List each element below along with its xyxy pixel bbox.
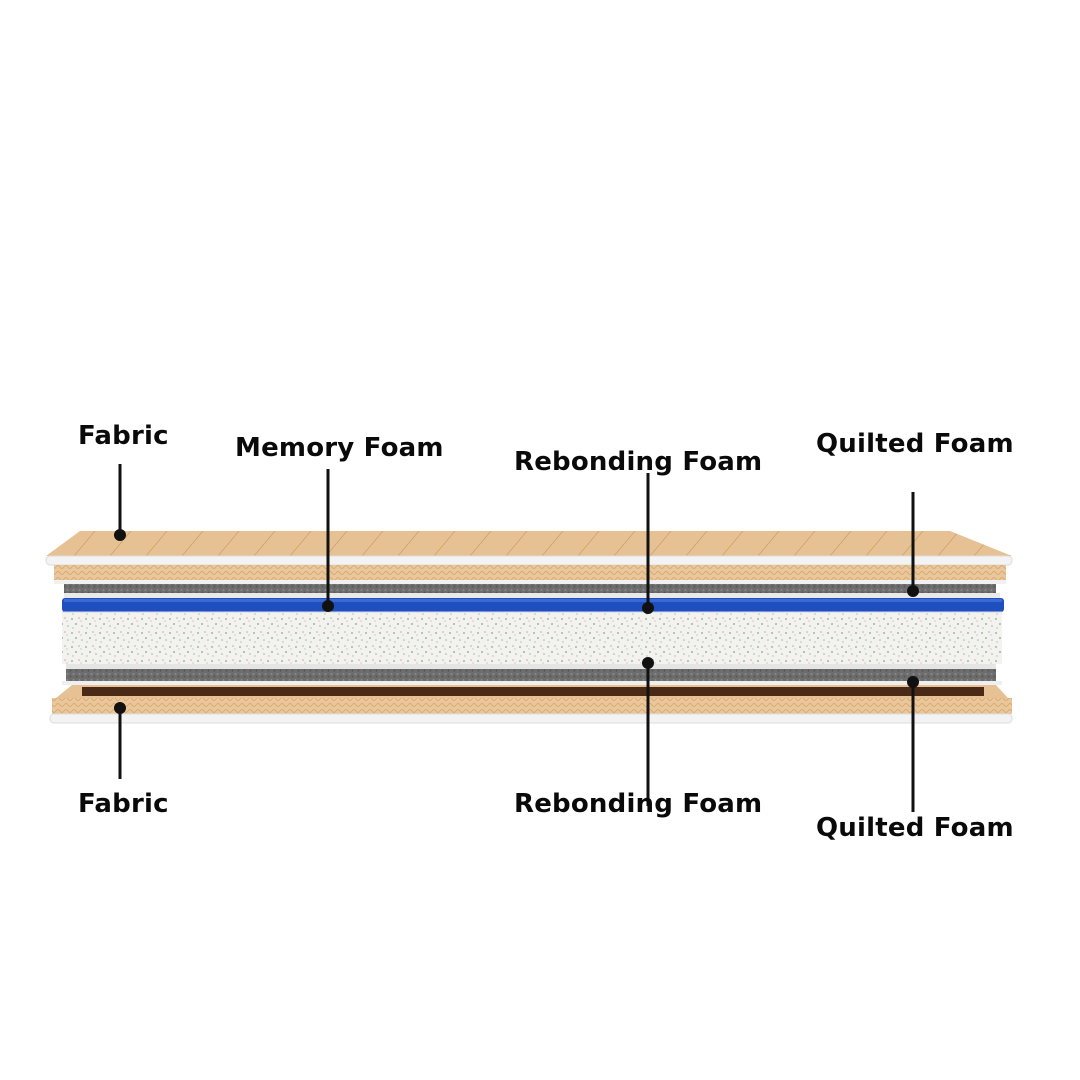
label-memory-foam: Memory Foam <box>235 433 444 463</box>
dot-rebonding-foam-top <box>642 602 654 614</box>
label-quilted-foam-top: Quilted Foam <box>816 429 1014 459</box>
top-fabric-surface <box>46 531 1012 556</box>
dot-quilted-foam-top <box>907 585 919 597</box>
bottom-quilted-foam-white <box>66 664 996 669</box>
rebonding-foam-core <box>62 612 1002 664</box>
top-fabric-bottom-edge <box>54 580 1006 584</box>
label-fabric-top: Fabric <box>78 421 169 451</box>
dot-memory-foam <box>322 600 334 612</box>
leader-lines <box>114 464 919 812</box>
memory-foam-highlight <box>64 599 1002 602</box>
top-fabric-white-edge <box>45 555 1013 566</box>
top-quilted-foam-white <box>64 593 1000 598</box>
bottom-quilted-foam-cover <box>62 681 1002 685</box>
bottom-fabric-layer <box>49 685 1013 724</box>
top-fabric-side <box>54 565 1006 581</box>
bottom-fabric-inner <box>82 687 984 696</box>
bottom-quilted-foam-layer <box>62 664 1002 685</box>
bottom-fabric-side <box>52 698 1012 714</box>
dot-fabric-top <box>114 529 126 541</box>
label-quilted-foam-bottom: Quilted Foam <box>816 813 1014 843</box>
top-quilted-foam-layer <box>64 584 1000 598</box>
bottom-fabric-white-edge <box>49 713 1013 724</box>
label-fabric-bottom: Fabric <box>78 789 169 819</box>
top-fabric-layer <box>45 531 1013 584</box>
label-rebonding-foam-bottom: Rebonding Foam <box>514 789 763 819</box>
top-quilted-foam <box>64 584 996 593</box>
bottom-quilted-foam <box>66 669 996 681</box>
label-rebonding-foam-top: Rebonding Foam <box>514 447 763 477</box>
